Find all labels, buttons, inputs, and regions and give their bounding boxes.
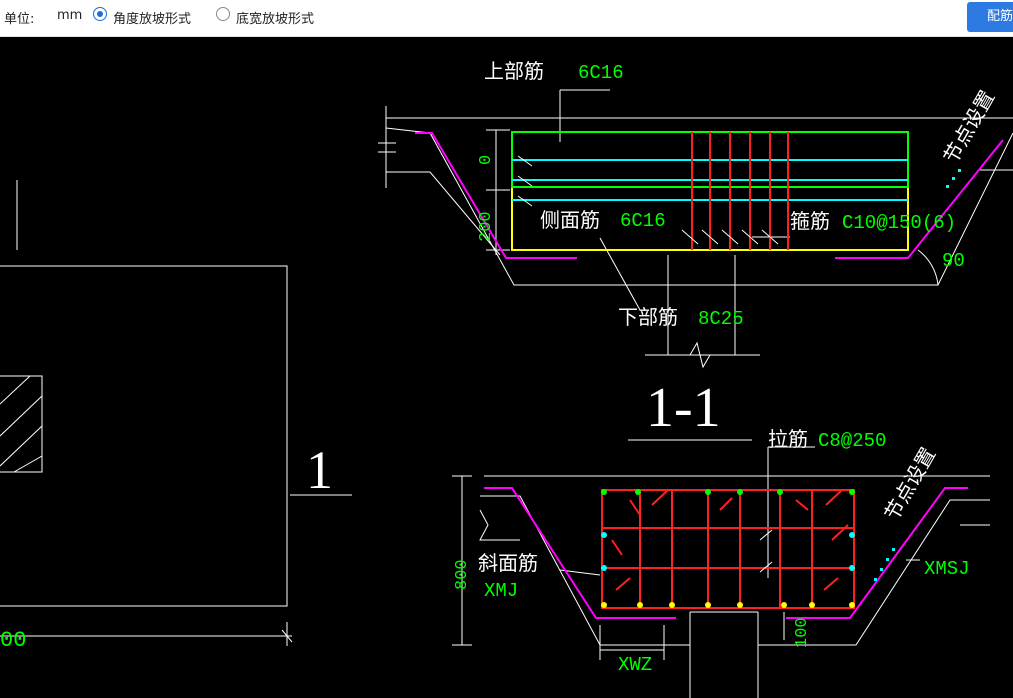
bottom-bar-label: 下部筋: [618, 305, 678, 329]
dim-800: 800: [453, 559, 472, 590]
upper-node-dots: [946, 169, 961, 188]
upper-rebar-cage: [511, 131, 909, 251]
lower-section-outline: [452, 446, 990, 698]
tie-bar-label: 拉筋: [768, 427, 808, 451]
angle-slope-label[interactable]: 角度放坡形式: [113, 12, 192, 27]
node-setting-lower: 节点设置: [880, 443, 941, 524]
lower-ticks: [759, 529, 773, 573]
dim-zero: 0: [477, 155, 496, 165]
section-drawing: 1 00: [0, 59, 1013, 698]
upper-ticks: [517, 155, 779, 245]
top-bar-label: 上部筋: [484, 59, 544, 83]
cad-canvas[interactable]: 1 00: [0, 37, 1013, 698]
angle-value: 90: [942, 250, 965, 272]
bottom-bar-value: 8C25: [698, 308, 744, 330]
upper-section-outline: [378, 89, 1013, 369]
stirrup-value: C10@150(6): [842, 212, 956, 234]
section-title: 1-1: [646, 377, 721, 439]
xmsj-label: XMSJ: [924, 558, 970, 580]
reinforcement-button[interactable]: 配筋: [967, 2, 1013, 32]
slope-bar-label: 斜面筋: [478, 551, 538, 575]
upper-slope-bars: [415, 132, 1004, 259]
lower-slope-bars: [484, 487, 968, 619]
stirrup-label: 箍筋: [790, 209, 830, 233]
dim-100: 100: [793, 617, 812, 648]
side-bar-label: 侧面筋: [540, 208, 600, 232]
lower-node-dots: [874, 548, 895, 581]
lower-rebar-grid: [601, 489, 855, 609]
top-bar-value: 6C16: [578, 62, 624, 84]
unit-label: 单位:: [4, 12, 35, 27]
section-mark: 1: [306, 440, 333, 500]
plan-view: [0, 180, 352, 646]
toolbar: 单位: mm 角度放坡形式 底宽放坡形式 配筋: [0, 0, 1013, 37]
lower-rebar-dots: [601, 489, 855, 608]
angle-slope-radio[interactable]: [93, 7, 107, 21]
bottom-width-slope-label[interactable]: 底宽放坡形式: [236, 12, 315, 27]
bottom-width-slope-radio[interactable]: [216, 7, 230, 21]
dim-200: 200: [477, 211, 496, 242]
slope-bar-code: XMJ: [484, 580, 518, 602]
dim-left: 00: [0, 628, 26, 653]
xwz-label: XWZ: [618, 654, 652, 676]
side-bar-value: 6C16: [620, 210, 666, 232]
tie-bar-value: C8@250: [818, 430, 886, 452]
unit-value: mm: [57, 8, 83, 23]
